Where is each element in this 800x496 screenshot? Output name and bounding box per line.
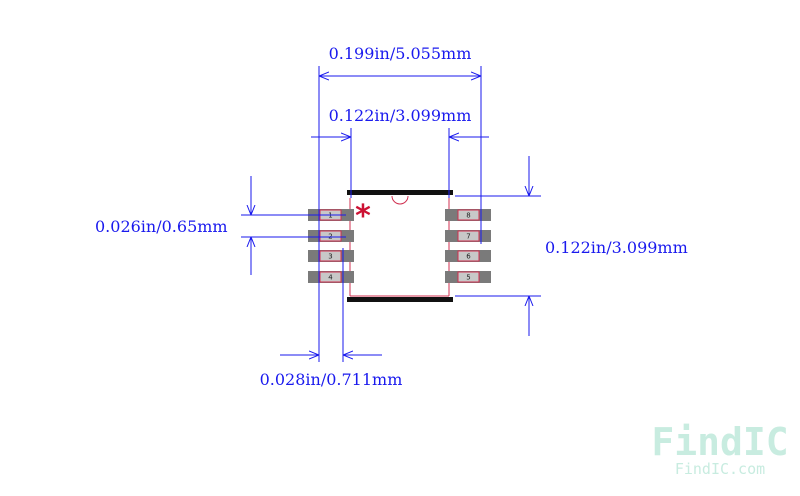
pad-3: 3: [308, 250, 354, 262]
pad-8: 8: [445, 209, 491, 221]
watermark-url: FindIC.com: [675, 460, 765, 478]
findic-watermark: FindIC FindIC.com: [651, 420, 788, 478]
body-length-label: 0.122in/3.099mm: [545, 238, 688, 257]
pad-5: 5: [445, 271, 491, 283]
pitch-label: 0.026in/0.65mm: [95, 217, 228, 236]
pin-label-4: 4: [328, 274, 333, 282]
pin-label-6: 6: [466, 253, 471, 261]
body-width-label: 0.122in/3.099mm: [329, 106, 472, 125]
pin1-notch: [391, 195, 409, 205]
pin-label-5: 5: [466, 274, 470, 282]
pin-label-7: 7: [466, 233, 470, 241]
body-bottom-bar: [347, 297, 453, 302]
pad-7: 7: [445, 230, 491, 242]
overall-width-label: 0.199in/5.055mm: [329, 44, 472, 63]
pad-2: 2: [308, 230, 354, 242]
pad-width-label: 0.028in/0.711mm: [260, 370, 403, 389]
watermark-logo: FindIC: [651, 420, 788, 464]
left-pads: 1 2 3 4: [308, 209, 354, 283]
body-top-bar: [347, 190, 453, 195]
pad-6: 6: [445, 250, 491, 262]
pin-label-3: 3: [328, 253, 332, 261]
pin1-marker: *: [355, 199, 371, 234]
pin-label-8: 8: [466, 212, 470, 220]
pad-4: 4: [308, 271, 354, 283]
dimension-lines: [241, 66, 541, 362]
right-pads: 8 7 6 5: [445, 209, 491, 283]
